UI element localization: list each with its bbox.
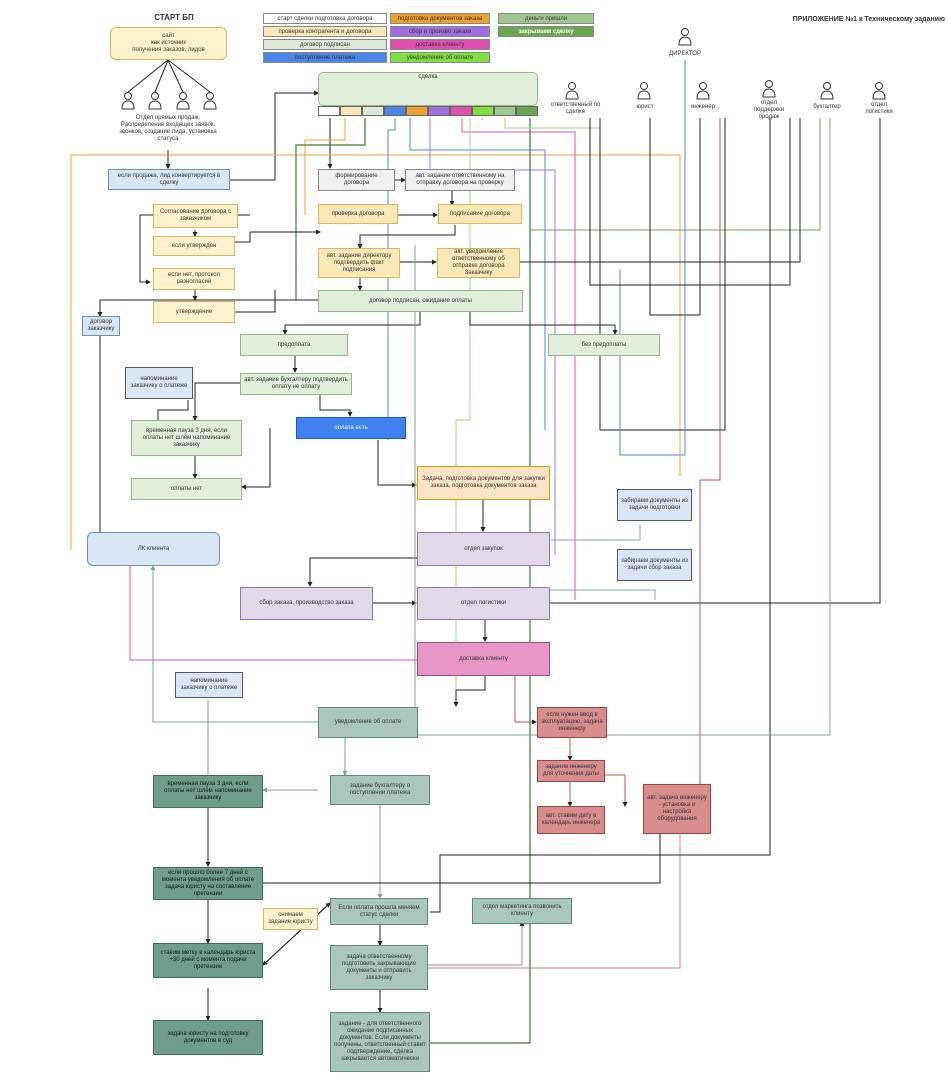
role-accountant: бухгалтер bbox=[813, 104, 841, 110]
paid-node: оплата есть bbox=[296, 417, 406, 439]
legend-item-notice: уведомление об оплате bbox=[390, 52, 490, 63]
signed-wait-node: договор подписан, ожидание оплаты bbox=[318, 290, 523, 312]
deal-segment bbox=[384, 106, 406, 116]
responsible-icon bbox=[565, 82, 579, 100]
approval-node: утверждение bbox=[153, 301, 235, 323]
notify-responsible-node: авт. уведомление ответственному об отпра… bbox=[437, 248, 520, 278]
task-responsible-node: авт. задание ответственному на отправку … bbox=[405, 169, 515, 191]
deal-segment bbox=[362, 106, 384, 116]
appendix-title: ПРИЛОЖЕНИЕ №1 к Техническому заданию bbox=[792, 16, 945, 23]
deal-segment bbox=[494, 106, 516, 116]
lead-convert-node: если продажа, лид конвертируется в сделк… bbox=[108, 169, 230, 190]
deal-segment bbox=[406, 106, 428, 116]
assembly-node: сбор заказа, производство заказа bbox=[240, 587, 373, 620]
marketing-node: отдел маркетинга позвонить клиенту bbox=[472, 898, 572, 924]
payment-notice-node: уведомление об оплате bbox=[318, 707, 418, 738]
engineer-icon bbox=[696, 82, 710, 100]
person-icon bbox=[203, 92, 217, 110]
sign-contract-node: подписание договора bbox=[438, 204, 522, 224]
support-icon bbox=[762, 80, 776, 98]
status-change-node: Если оплата прошла меняем статус сделки bbox=[330, 898, 428, 925]
director-icon bbox=[678, 28, 692, 46]
take-docs1-bubble: забираем документы из задачи подготовки bbox=[617, 489, 692, 521]
sales-dept-label: Отдел прямых продаж. Распределение входя… bbox=[119, 115, 217, 142]
remove-task-node: снимаем задание юристу bbox=[263, 908, 318, 930]
purchasing-node: отдел закупок bbox=[417, 532, 550, 566]
seven-days-node: если прошло более 7 дней с момента уведо… bbox=[153, 867, 263, 900]
deal-segment bbox=[428, 106, 450, 116]
final-task-node: задание - для ответственного ожидание по… bbox=[330, 1012, 430, 1072]
if-not-node: если нет, протокол разногласий bbox=[153, 268, 235, 290]
deal-node: сделка bbox=[318, 72, 538, 106]
lawyer-court-node: задача юристу на подготовку документов в… bbox=[153, 1020, 263, 1055]
lawyer-icon bbox=[637, 82, 651, 100]
role-logistics: отдел логистики bbox=[865, 102, 893, 115]
legend-item-assembly: сбор и произво заказа bbox=[390, 26, 490, 37]
deal-segment bbox=[340, 106, 362, 116]
delivery-node: доставка клиенту bbox=[417, 642, 550, 676]
client-contract-node: договор заказчику bbox=[82, 316, 120, 336]
task-acc-payment-node: задание бухгалтеру о поступлении платежа bbox=[330, 775, 430, 805]
check-contract-node: проверка договора bbox=[318, 204, 398, 224]
legend-item-check: проверка контрагента и договора bbox=[263, 26, 387, 37]
deal-segment bbox=[318, 106, 340, 116]
legend-item-start: старт сделки подготовка договора bbox=[263, 13, 387, 24]
no-prepayment-node: без предоплаты bbox=[548, 334, 660, 356]
reminder2-bubble: напоминание заказчику о платеже bbox=[175, 672, 243, 698]
logistics-dept-node: отдел логистики bbox=[417, 587, 550, 620]
task-engineer-date-node: задание инженеру для уточнения даты bbox=[537, 760, 605, 782]
start-title: СТАРТ БП bbox=[154, 13, 194, 22]
task-accountant-node: авт. задание бухгалтеру подтвердить опла… bbox=[240, 373, 352, 395]
role-support: отдел поддержки продаж bbox=[753, 100, 785, 120]
task-director-node: авт. задание директору подтвердить факт … bbox=[318, 248, 400, 278]
role-engineer: инженер bbox=[690, 104, 715, 110]
deal-segment bbox=[450, 106, 472, 116]
role-director: ДИРЕКТОР bbox=[669, 51, 701, 57]
auto-task-engineer-node: авт. задача инженеру - установка и настр… bbox=[643, 784, 711, 834]
reminder1-bubble: напоминание заказчику о платеже bbox=[125, 367, 193, 399]
deal-status-bar bbox=[318, 106, 538, 116]
legend-item-signed: договор подписан bbox=[263, 39, 387, 50]
legend-item-docs: подготовка документов заказа bbox=[390, 13, 490, 24]
task-docs-node: Задача, подготовка документов для закупк… bbox=[417, 466, 550, 500]
pause1-node: временная пауза 3 дня, если оплаты нет ш… bbox=[131, 420, 242, 456]
calendar-lawyer-node: ставим метку в календарь юриста +30 дней… bbox=[153, 943, 263, 978]
person-icon bbox=[121, 92, 135, 110]
form-contract-node: формирование договора bbox=[318, 169, 395, 191]
deal-segment bbox=[472, 106, 494, 116]
unpaid-node: оплаты нет bbox=[131, 478, 242, 500]
site-node: сайт как источник получения заказов, лид… bbox=[110, 27, 227, 60]
person-icon bbox=[176, 92, 190, 110]
logistics-icon bbox=[872, 82, 886, 100]
closing-docs-node: задача ответственному подготовить закрыв… bbox=[330, 945, 428, 990]
legend-item-money: деньги пришли bbox=[498, 13, 594, 24]
role-responsible: ответственный по сделке bbox=[550, 102, 601, 115]
need-engineer-node: если нужен ввод в эксплуатацию, задача и… bbox=[537, 707, 607, 738]
person-icon bbox=[148, 92, 162, 110]
prepayment-node: предоплата bbox=[240, 334, 348, 356]
pause2-node: временная пауза 3 дня, если оплаты нет ш… bbox=[153, 775, 263, 808]
legend-item-payment: поступление платежа bbox=[263, 52, 387, 63]
deal-segment bbox=[516, 106, 538, 116]
legend-item-delivery: доставка клиенту bbox=[390, 39, 490, 50]
date-calendar-node: авт. ставим дату в календарь инженера bbox=[537, 806, 605, 834]
role-lawyer: юрист bbox=[636, 104, 654, 110]
legend-item-close: закрываем сделку bbox=[498, 26, 594, 37]
accountant-icon bbox=[820, 82, 834, 100]
take-docs2-bubble: забираем документы из задачи сбор заказа bbox=[617, 549, 692, 581]
if-approved-node: если утвержден bbox=[153, 236, 235, 256]
client-lk-node: ЛК клиента bbox=[87, 532, 220, 566]
approve-client-node: Согласование договора с заказчиком bbox=[153, 204, 238, 228]
